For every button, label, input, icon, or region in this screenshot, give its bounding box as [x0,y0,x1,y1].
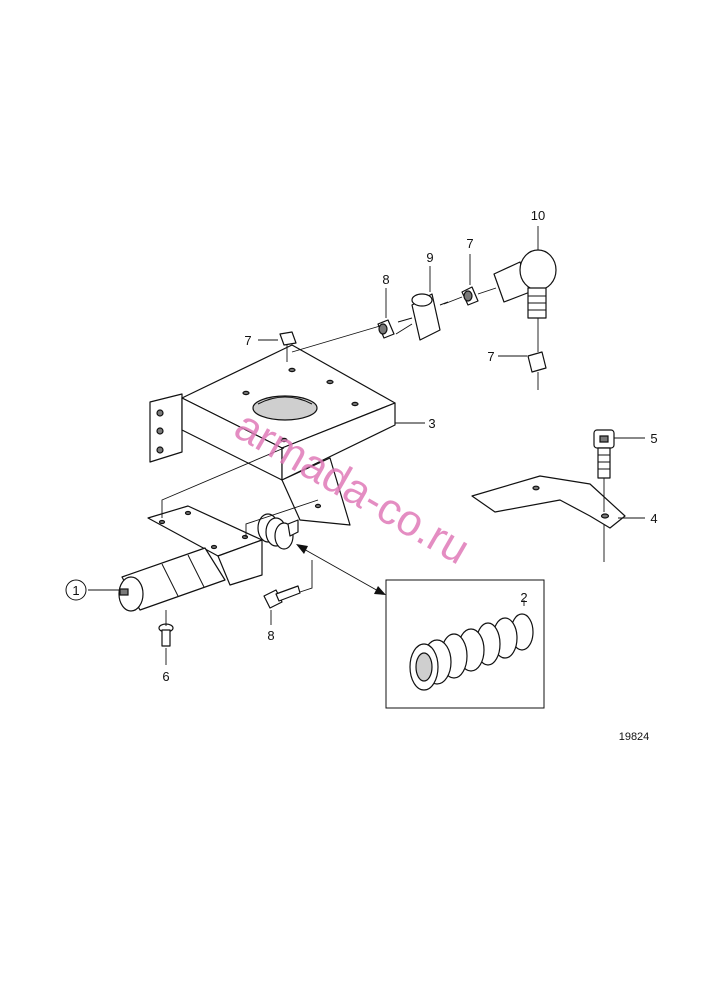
callout-2: 2 [520,590,527,605]
lever-plate-part-4 [471,475,626,529]
callout-4: 4 [650,511,657,526]
callout-7-top: 7 [244,333,251,348]
bolt-part-8-bottom [263,585,301,609]
callout-8-top: 8 [382,272,389,287]
callout-1-circle [65,579,87,601]
callout-7-upper-right: 7 [466,236,473,251]
bellows-detail-box-part-2 [385,579,545,709]
rubber-mount-part-9 [397,293,449,341]
callout-10: 10 [531,208,545,223]
actuator-part-1 [118,505,299,612]
nut-part-7-lower-right [527,351,547,373]
callout-5: 5 [650,431,657,446]
callout-7-lower-right: 7 [487,349,494,364]
callout-9: 9 [426,250,433,265]
cap-screw-part-5 [593,429,615,479]
ball-joint-part-10 [493,249,557,319]
callout-6: 6 [162,669,169,684]
nut-part-7-upper-right [461,286,479,306]
nut-part-8-top [377,319,395,339]
callout-8-bottom: 8 [267,628,274,643]
screw-part-6 [158,623,174,647]
callout-labels: 10 9 7 8 7 7 3 5 4 1 6 8 2 [65,208,658,684]
callout-3: 3 [428,416,435,431]
bellows-part-2 [409,613,534,691]
bracket-part-3 [149,344,396,526]
nut-part-7-top [279,331,297,346]
leader-lines [88,226,645,665]
figure-number: 19824 [619,731,650,743]
callout-1: 1 [72,583,79,598]
